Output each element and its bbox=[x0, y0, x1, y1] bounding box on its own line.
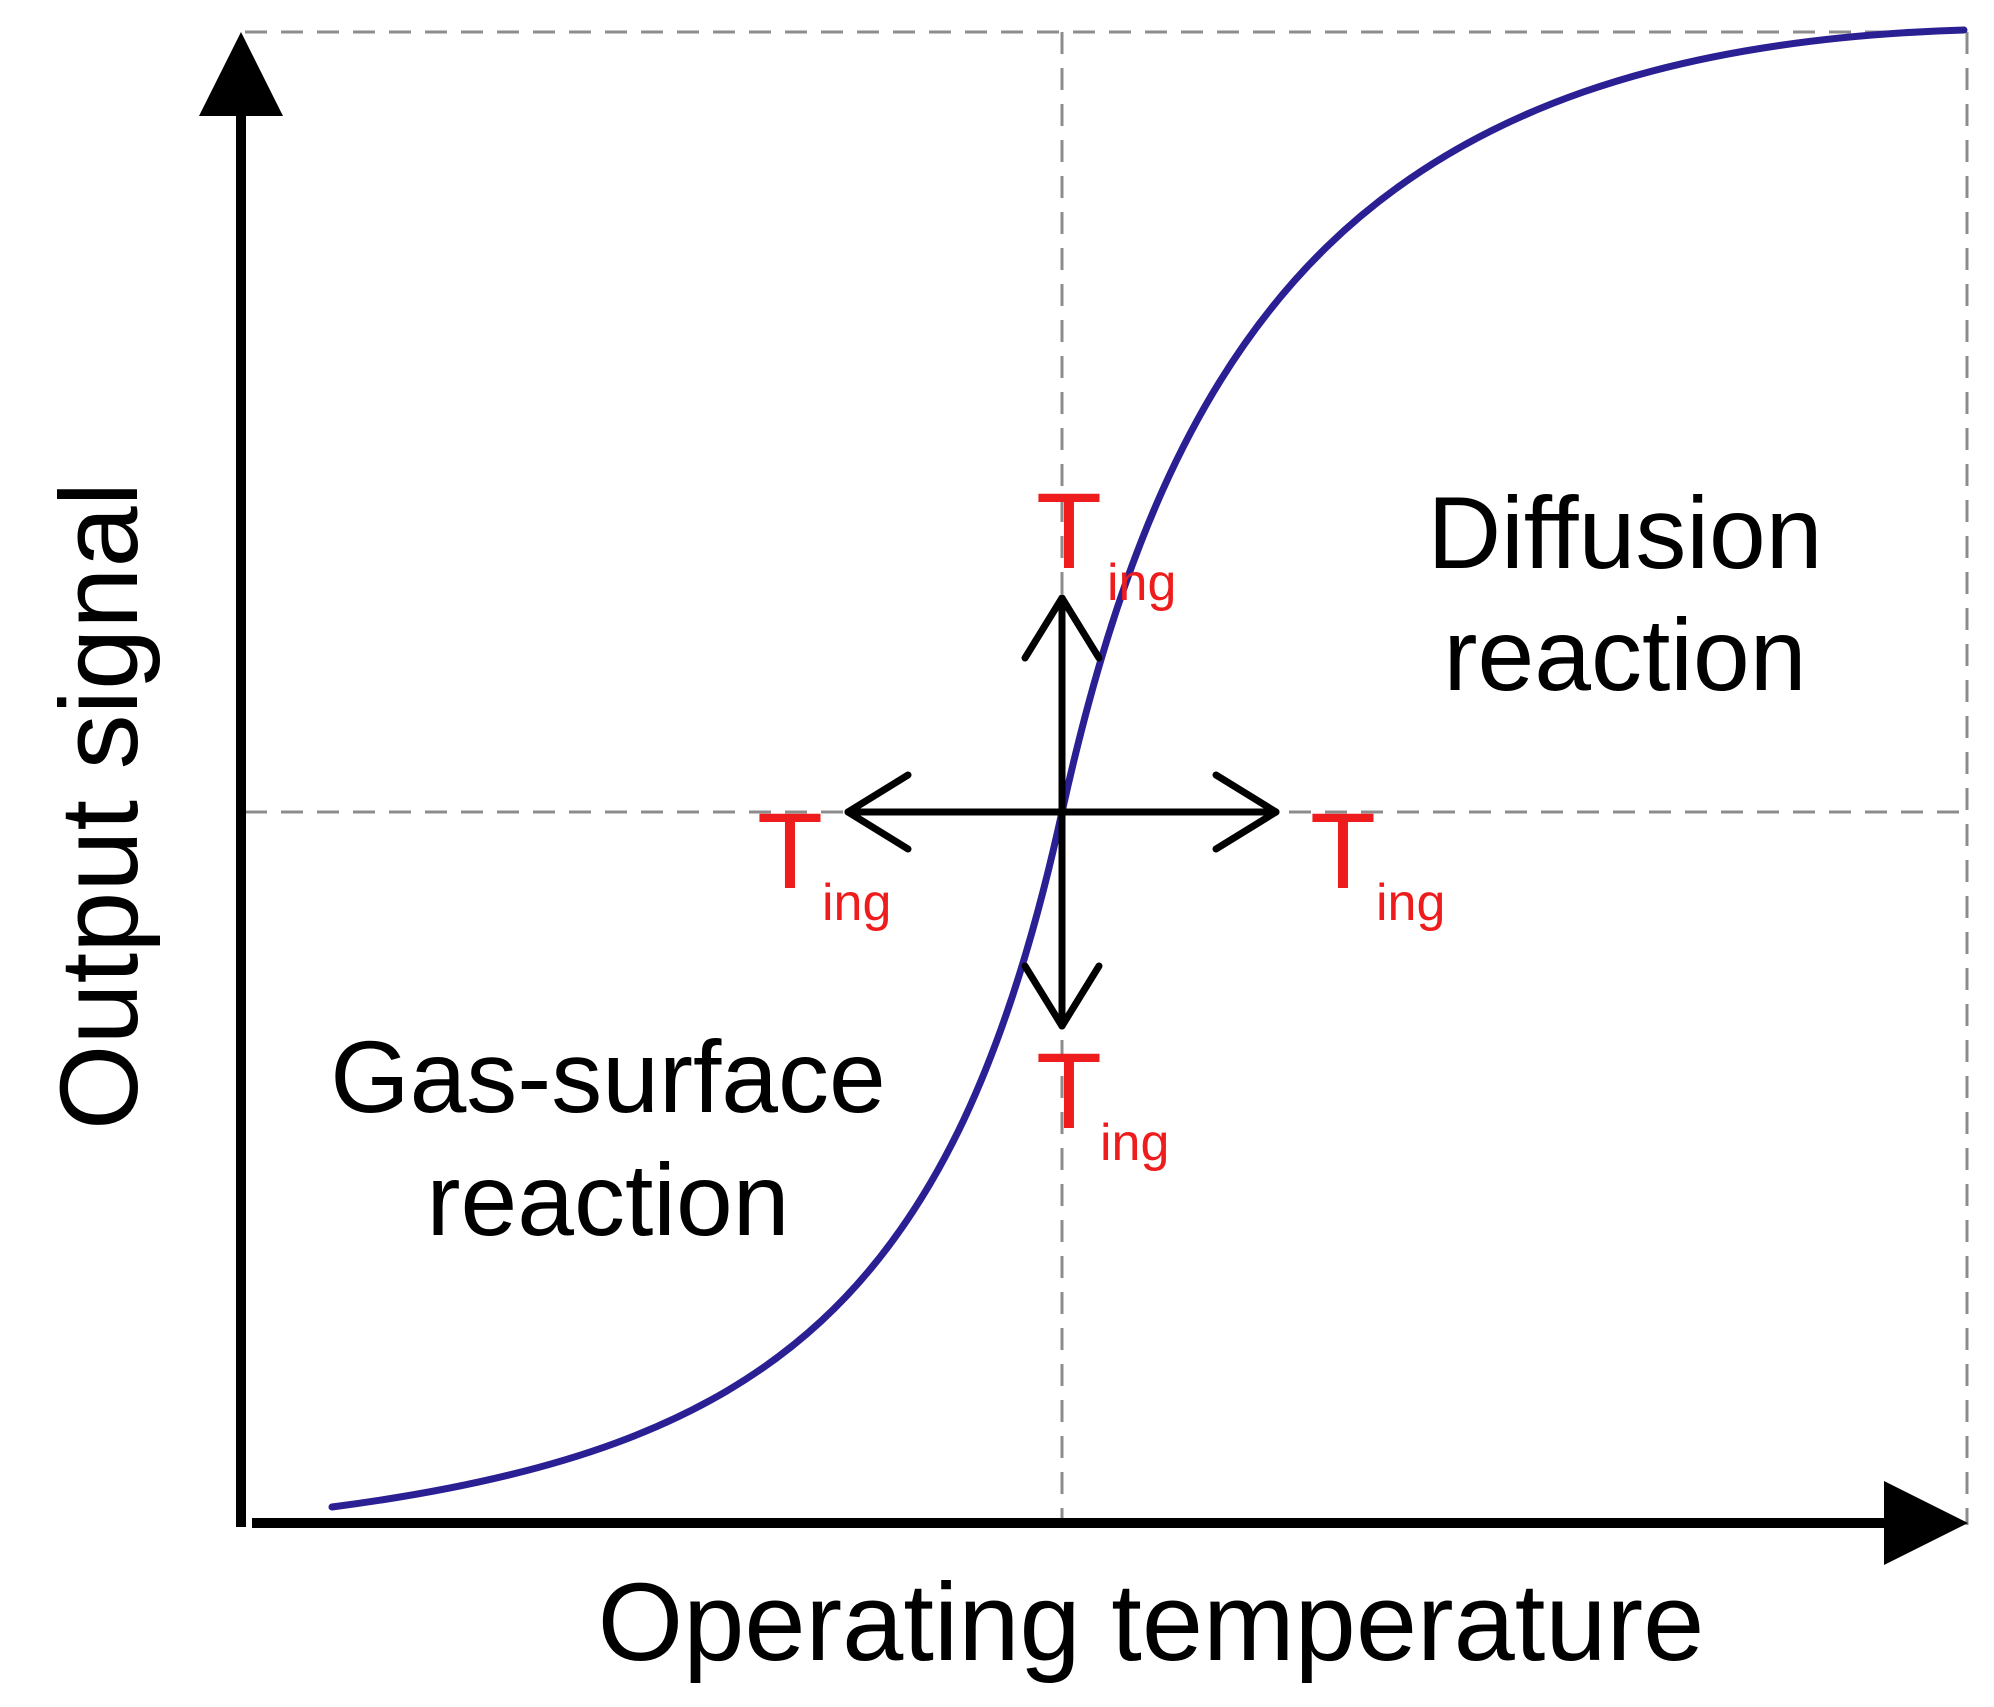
t-ing-bottom-sub: ing bbox=[1100, 1114, 1169, 1172]
gas-surface-label-line2: reaction bbox=[427, 1143, 790, 1257]
t-ing-top-sub: ing bbox=[1107, 554, 1176, 612]
t-ing-top-main: T bbox=[1036, 470, 1102, 591]
t-ing-bottom-main: T bbox=[1036, 1030, 1102, 1151]
t-ing-top: T ing bbox=[1036, 470, 1176, 612]
y-axis-arrowhead bbox=[199, 32, 283, 116]
diffusion-label-line2: reaction bbox=[1444, 598, 1807, 712]
axes bbox=[199, 32, 1968, 1565]
diffusion-label-line1: Diffusion bbox=[1427, 476, 1822, 590]
arrow-left-head bbox=[844, 771, 912, 853]
guide-lines bbox=[245, 30, 1969, 1525]
t-ing-left: T ing bbox=[757, 790, 891, 932]
arrow-right-head bbox=[1212, 771, 1280, 853]
t-ing-right-sub: ing bbox=[1376, 874, 1445, 932]
t-ing-right: T ing bbox=[1310, 790, 1445, 932]
t-ing-left-main: T bbox=[757, 790, 823, 911]
sigmoid-curve bbox=[328, 26, 1968, 1511]
x-axis-label: Operating temperature bbox=[598, 1561, 1705, 1684]
t-ing-right-main: T bbox=[1310, 790, 1376, 911]
arrow-up-head bbox=[1021, 594, 1103, 662]
t-ing-bottom: T ing bbox=[1036, 1030, 1169, 1172]
direction-arrows bbox=[844, 594, 1280, 1030]
x-axis-arrowhead bbox=[1884, 1481, 1968, 1565]
y-axis-label: Output signal bbox=[38, 482, 161, 1130]
arrow-down-head bbox=[1021, 962, 1103, 1030]
t-ing-left-sub: ing bbox=[822, 874, 891, 932]
gas-surface-label-line1: Gas-surface bbox=[330, 1020, 886, 1134]
